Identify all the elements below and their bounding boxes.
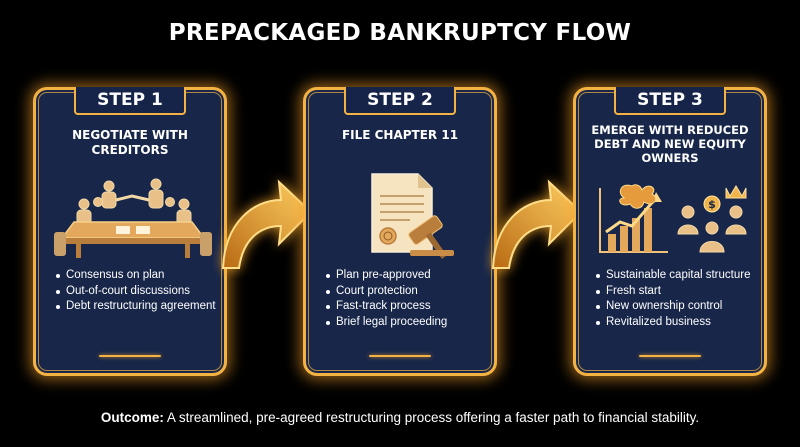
- svg-text:$: $: [708, 198, 716, 211]
- step-3-divider: [639, 355, 701, 357]
- list-item: Fresh start: [596, 284, 758, 300]
- step-3-heading: EMERGE WITH REDUCED DEBT AND NEW EQUITY …: [591, 123, 749, 165]
- list-item: Revitalized business: [596, 315, 758, 331]
- list-item: Plan pre-approved: [326, 268, 488, 284]
- step-3-bullets: Sustainable capital structure Fresh star…: [596, 268, 758, 330]
- step-2-heading: FILE CHAPTER 11: [341, 128, 459, 142]
- list-item: Out-of-court discussions: [56, 284, 218, 300]
- page-title: PREPACKAGED BANKRUPTCY FLOW: [168, 20, 632, 46]
- negotiation-meeting-icon: [36, 172, 224, 260]
- arrow-right-icon: [491, 179, 583, 269]
- outcome-statement: Outcome: A streamlined, pre-agreed restr…: [0, 410, 800, 425]
- step-2-divider: [369, 355, 431, 357]
- list-item: Brief legal proceeding: [326, 315, 488, 331]
- list-item: New ownership control: [596, 299, 758, 315]
- document-gavel-icon: [306, 170, 494, 262]
- list-item: Debt restructuring agreement: [56, 299, 218, 315]
- outcome-text: A streamlined, pre-agreed restructuring …: [163, 410, 700, 425]
- step-1-divider: [99, 355, 161, 357]
- list-item: Consensus on plan: [56, 268, 218, 284]
- step-3-badge: STEP 3: [614, 87, 726, 115]
- step-2-badge: STEP 2: [344, 87, 456, 115]
- step-2-bullets: Plan pre-approved Court protection Fast-…: [326, 268, 488, 330]
- list-item: Court protection: [326, 284, 488, 300]
- step-1-card: STEP 1 NEGOTIATE WITH CREDITORS: [33, 87, 227, 376]
- outcome-label: Outcome:: [100, 410, 164, 425]
- step-1-heading: NEGOTIATE WITH CREDITORS: [72, 128, 188, 157]
- arrow-right-icon: [221, 179, 313, 269]
- step-3-card: STEP 3 EMERGE WITH REDUCED DEBT AND NEW …: [573, 87, 767, 376]
- list-item: Fast-track process: [326, 299, 488, 315]
- step-1-bullets: Consensus on plan Out-of-court discussio…: [56, 268, 218, 315]
- step-2-card: STEP 2 FILE CHAPTER 11 Plan pre-approved…: [303, 87, 497, 376]
- phoenix-growth-owners-icon: $: [576, 182, 764, 258]
- step-1-badge: STEP 1: [74, 87, 186, 115]
- list-item: Sustainable capital structure: [596, 268, 758, 284]
